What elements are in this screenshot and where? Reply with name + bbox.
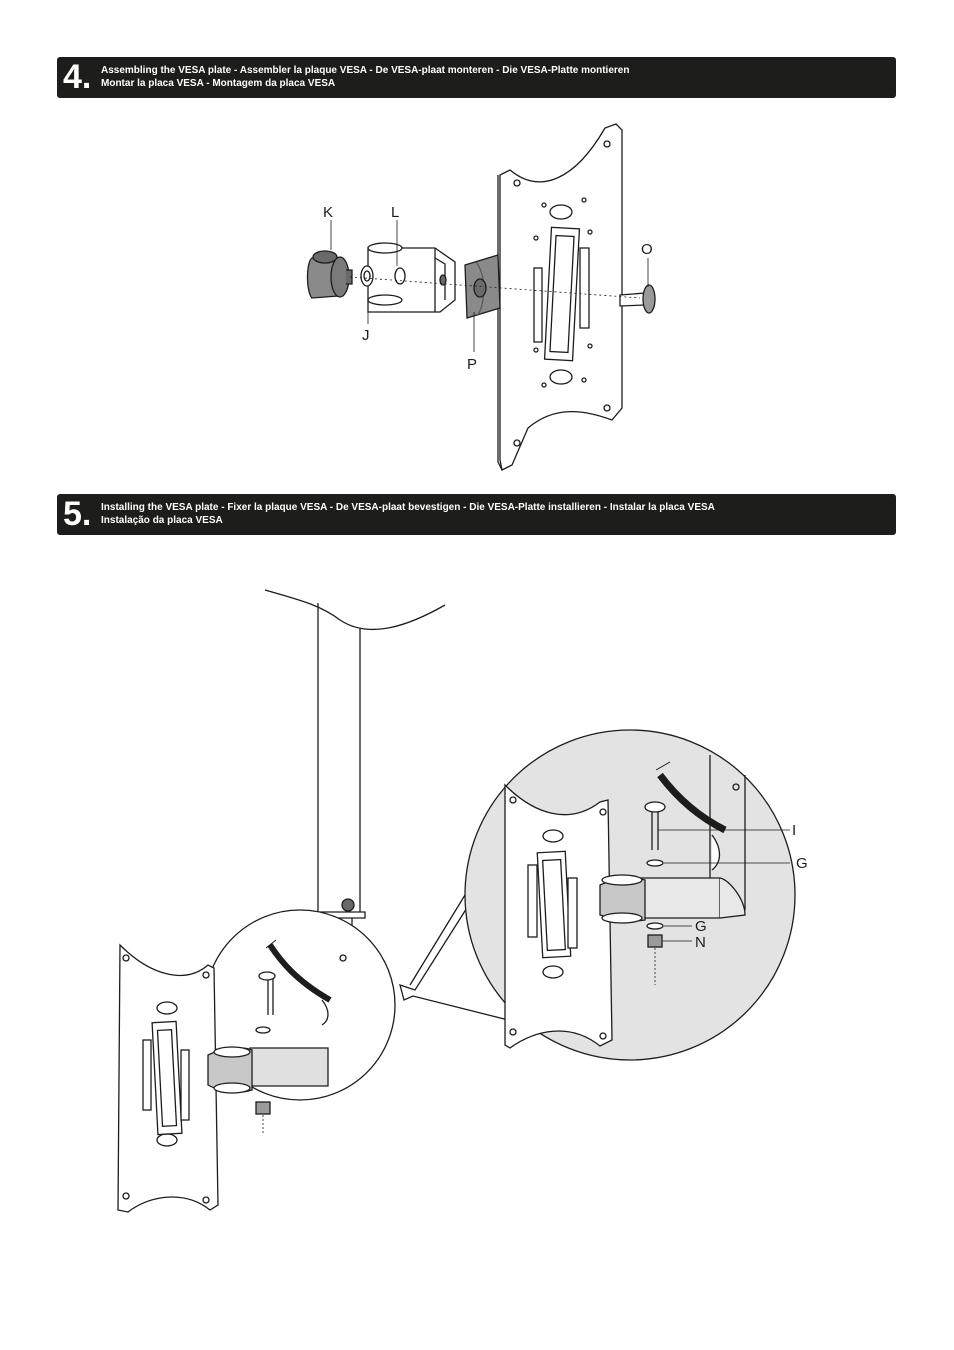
zoom-detail-content (504, 755, 790, 1049)
step-5-title-line1: Installing the VESA plate - Fixer la pla… (101, 502, 715, 513)
vesa-plate (497, 123, 623, 471)
part-label-g-lower: G (695, 918, 707, 935)
knob-k (306, 250, 353, 299)
part-label-i: I (792, 822, 796, 839)
bracket-l (367, 242, 456, 313)
step-4-title-line1: Assembling the VESA plate - Assembler la… (101, 65, 630, 76)
part-label-n: N (695, 934, 706, 951)
spacer-p (464, 254, 501, 319)
washer-j (360, 265, 374, 287)
step-5-title-line2: Instalação da placa VESA (101, 515, 223, 526)
step-4-title-line2: Montar la placa VESA - Montagem da placa… (101, 78, 336, 89)
step-5-install-view (117, 589, 796, 1213)
part-label-g-upper: G (796, 855, 808, 872)
tilt-arm-small (207, 939, 347, 1135)
step-4-number: 4. (63, 58, 92, 96)
part-label-k: K (323, 204, 333, 221)
step-4-exploded-view (306, 123, 656, 471)
step-5-title: Installing the VESA plate - Fixer la pla… (101, 501, 715, 527)
bolt-o (619, 284, 656, 314)
vesa-plate-mounted (117, 943, 219, 1213)
part-label-l: L (391, 204, 399, 221)
ceiling-line (264, 589, 446, 631)
step-5-number: 5. (63, 495, 92, 533)
part-label-p: P (467, 356, 477, 373)
part-label-j: J (362, 327, 370, 344)
step-4-title: Assembling the VESA plate - Assembler la… (101, 64, 629, 90)
step-4-header: 4. Assembling the VESA plate - Assembler… (57, 57, 896, 98)
step-5-header: 5. Installing the VESA plate - Fixer la … (57, 494, 896, 535)
part-label-o: O (641, 241, 653, 258)
